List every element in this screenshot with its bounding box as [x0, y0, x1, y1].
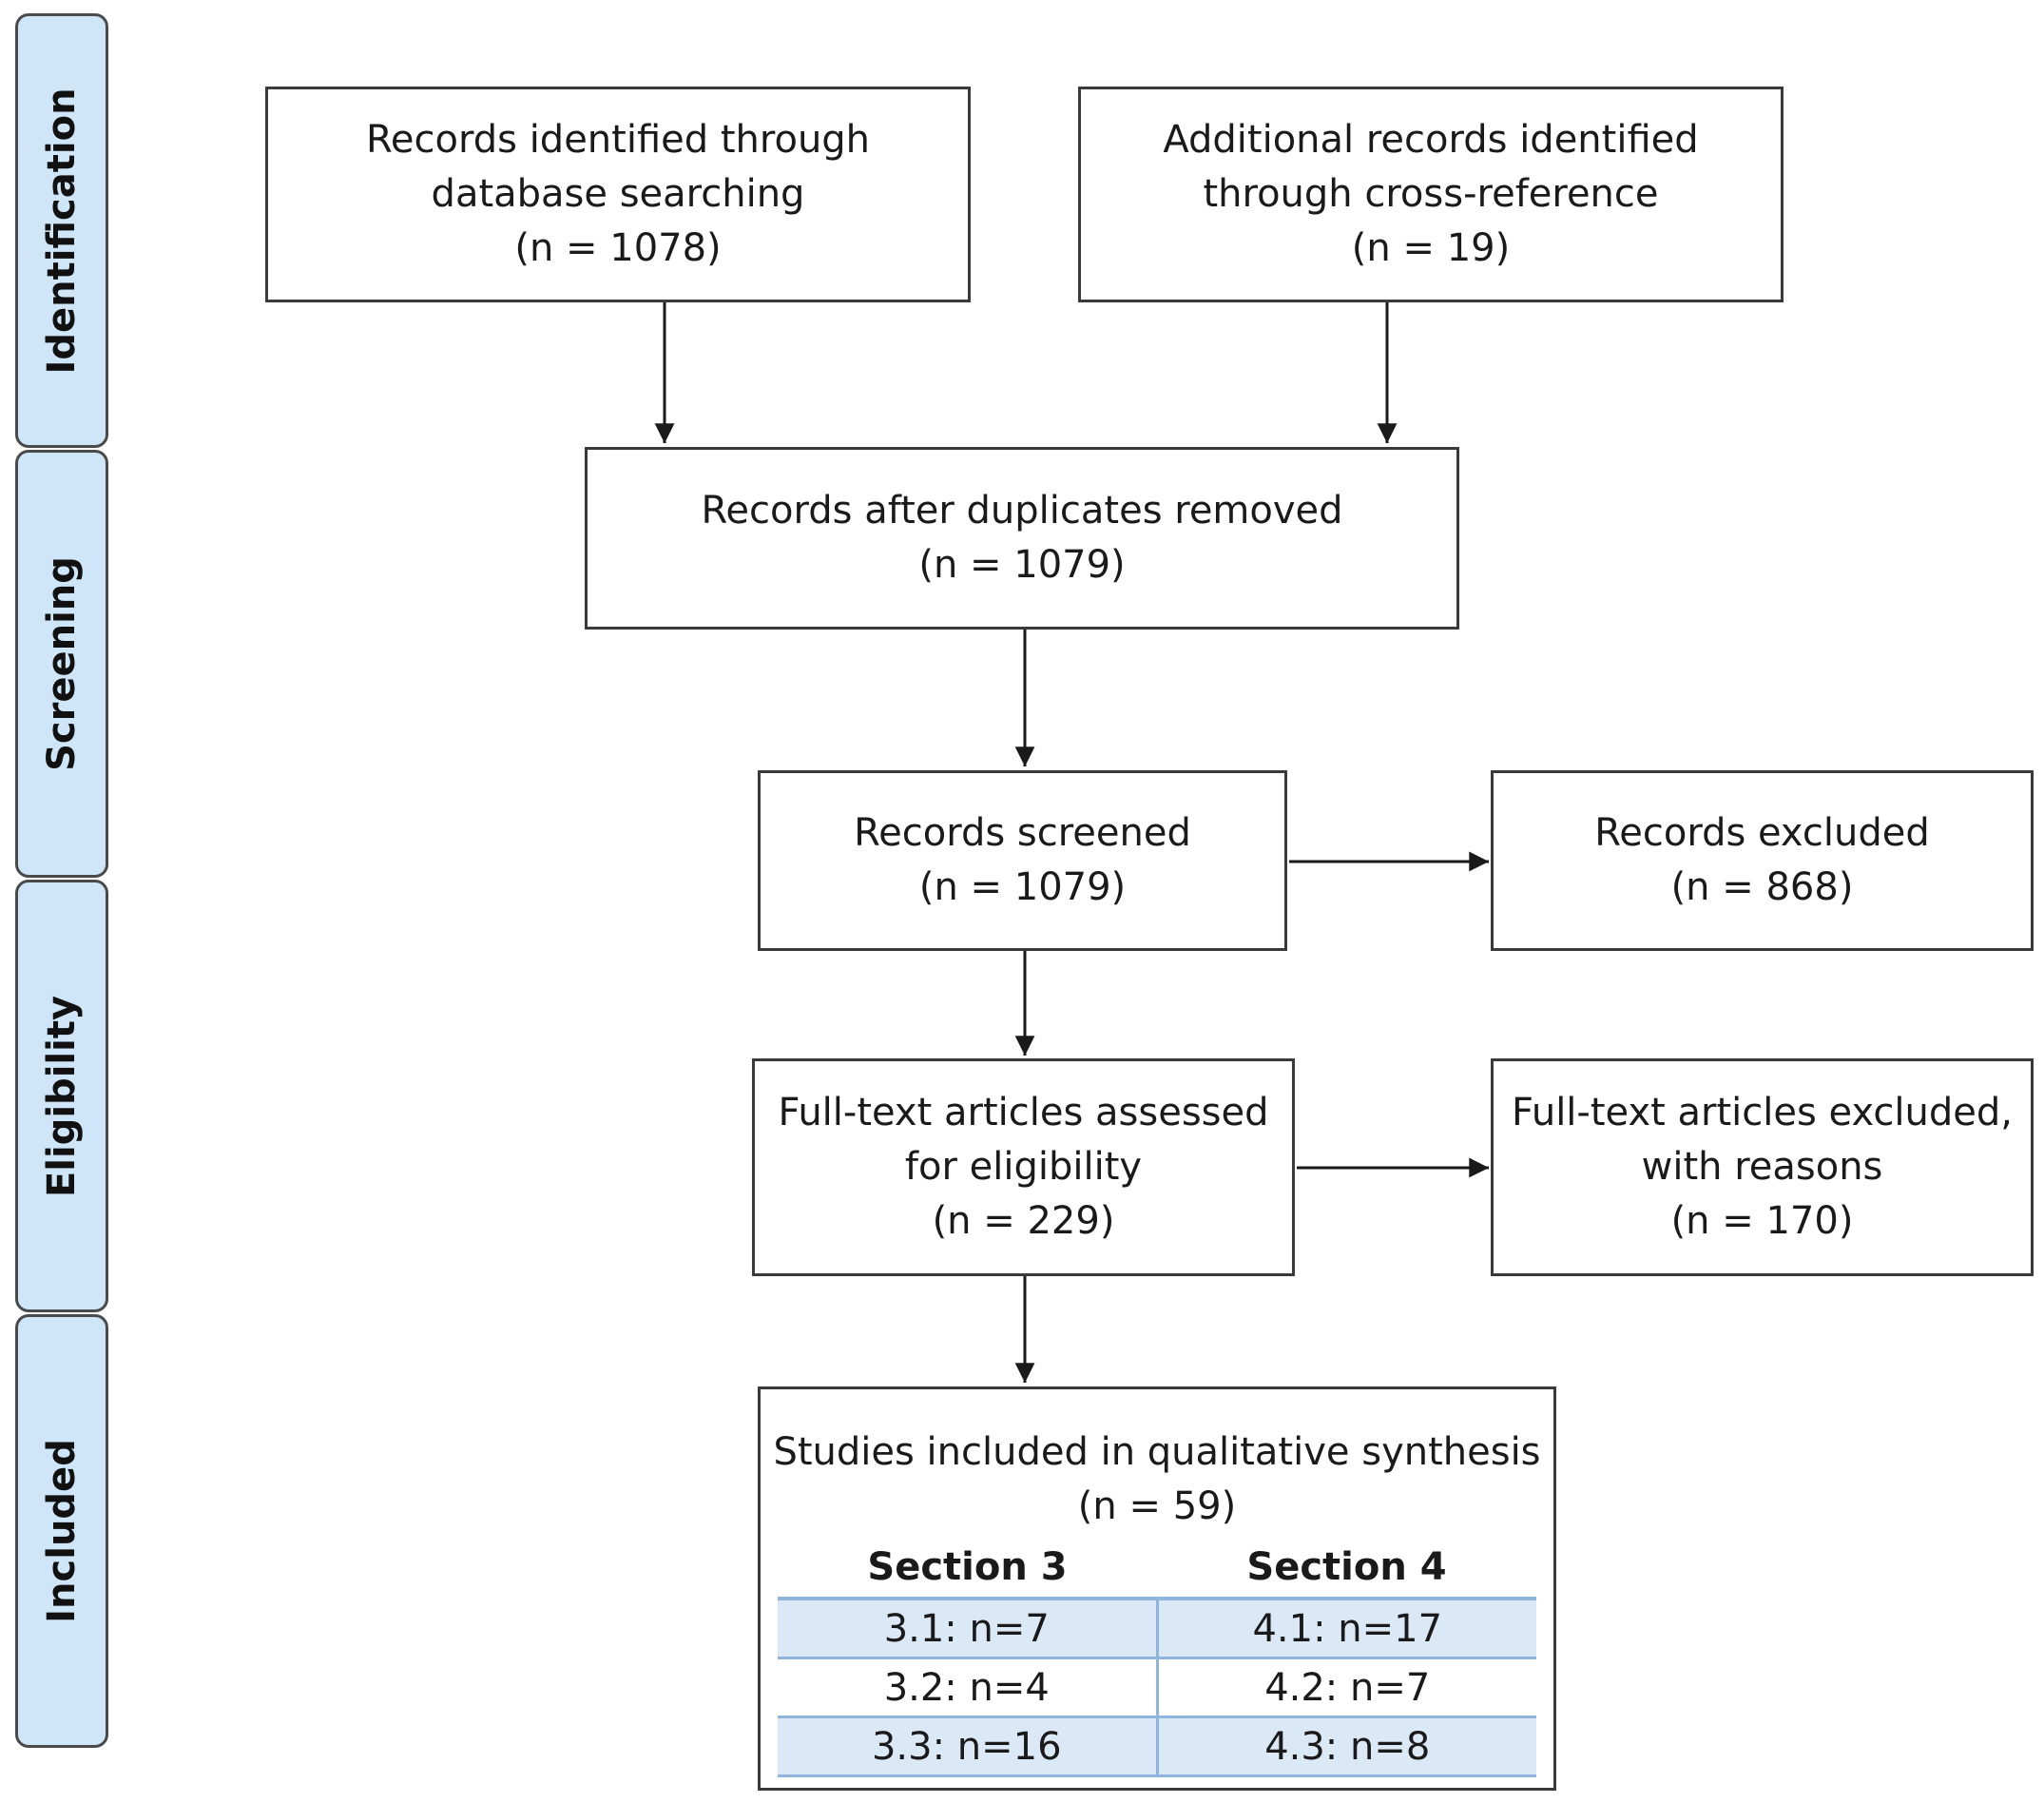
- section-3-header: Section 3: [778, 1538, 1157, 1600]
- box-text: Records screened: [854, 811, 1191, 855]
- stage-label-identification: Identification: [40, 87, 84, 375]
- box-text: Full-text articles assessed: [778, 1091, 1269, 1134]
- box-count: (n = 170): [1670, 1199, 1854, 1243]
- sections-table: Section 3 Section 4 3.1: n=7 4.1: n=17 3…: [778, 1538, 1536, 1777]
- stage-label-included: Included: [40, 1439, 84, 1623]
- box-count: (n = 1079): [918, 865, 1127, 909]
- box-count: (n = 868): [1670, 865, 1854, 909]
- box-text: Full-text articles excluded,: [1512, 1091, 2013, 1134]
- box-text: through cross-reference: [1203, 172, 1659, 216]
- table-cell: 4.3: n=8: [1157, 1716, 1536, 1777]
- stage-identification: Identification: [15, 13, 108, 448]
- box-records-excluded: Records excluded (n = 868): [1491, 770, 2034, 951]
- table-cell: 4.2: n=7: [1157, 1658, 1536, 1718]
- box-count: (n = 1078): [514, 226, 722, 270]
- box-text: Records identified through: [365, 118, 871, 162]
- table-cell: 3.1: n=7: [778, 1599, 1159, 1659]
- box-studies-included: Studies included in qualitative synthesi…: [758, 1386, 1556, 1791]
- box-text: for eligibility: [904, 1145, 1143, 1189]
- box-text: with reasons: [1641, 1145, 1883, 1189]
- table-row: 3.1: n=7 4.1: n=17: [778, 1599, 1536, 1659]
- box-text: Records after duplicates removed: [701, 489, 1343, 533]
- box-count: (n = 229): [932, 1199, 1115, 1243]
- stage-screening: Screening: [15, 450, 108, 878]
- box-text: database searching: [431, 172, 805, 216]
- stage-eligibility: Eligibility: [15, 880, 108, 1312]
- table-cell: 3.3: n=16: [778, 1716, 1159, 1777]
- box-database-records: Records identified through database sear…: [265, 87, 971, 302]
- stage-included: Included: [15, 1314, 108, 1748]
- box-duplicates-removed: Records after duplicates removed (n = 10…: [585, 447, 1459, 630]
- box-additional-records: Additional records identified through cr…: [1078, 87, 1784, 302]
- table-row: 3.2: n=4 4.2: n=7: [778, 1658, 1536, 1718]
- table-cell: 3.2: n=4: [778, 1658, 1159, 1718]
- section-4-header: Section 4: [1157, 1538, 1536, 1600]
- box-count: (n = 1079): [918, 543, 1126, 587]
- table-cell: 4.1: n=17: [1157, 1599, 1536, 1659]
- box-text: Additional records identified: [1163, 118, 1699, 162]
- box-text: Records excluded: [1594, 811, 1930, 855]
- table-row: 3.3: n=16 4.3: n=8: [778, 1716, 1536, 1777]
- box-count: (n = 59): [1077, 1484, 1237, 1528]
- box-count: (n = 19): [1351, 226, 1511, 270]
- box-text: Studies included in qualitative synthesi…: [773, 1430, 1541, 1474]
- stage-label-screening: Screening: [40, 556, 84, 771]
- box-records-screened: Records screened (n = 1079): [758, 770, 1287, 951]
- stage-label-eligibility: Eligibility: [40, 995, 84, 1197]
- box-fulltext-assessed: Full-text articles assessed for eligibil…: [752, 1058, 1295, 1276]
- box-fulltext-excluded: Full-text articles excluded, with reason…: [1491, 1058, 2034, 1276]
